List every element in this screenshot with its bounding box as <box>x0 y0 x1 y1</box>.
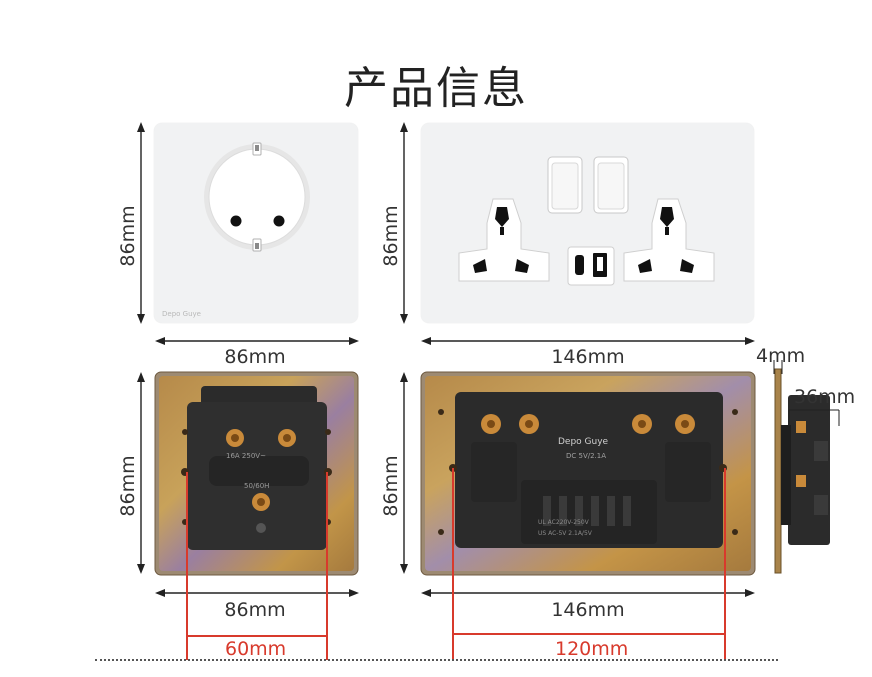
double-socket-back-view <box>420 371 756 576</box>
single-socket-back-view <box>154 371 359 576</box>
back-single-width-label: 86mm <box>224 599 286 621</box>
page-title: 产品信息 <box>344 63 528 114</box>
depth-marker <box>788 409 840 426</box>
plate-thickness-marker <box>773 360 783 374</box>
side-view-profile <box>774 368 830 574</box>
front-double-height-arrow <box>400 122 408 324</box>
single-hole-spacing-label: 60mm <box>225 638 287 660</box>
front-double-width-label: 146mm <box>551 346 625 368</box>
double-hole-spacing-label: 120mm <box>555 638 629 660</box>
front-single-height-label: 86mm <box>117 205 139 267</box>
double-back-us-rating-label: US AC-5V 2.1A/5V <box>538 530 592 537</box>
depth-label: 36mm <box>794 386 856 408</box>
front-single-width-label: 86mm <box>224 346 286 368</box>
front-double-height-label: 86mm <box>380 205 402 267</box>
single-socket-front-plate: Depo Guye <box>154 123 358 323</box>
double-back-usb-rating-label: DC 5V/2.1A <box>566 452 607 460</box>
front-single-width-arrow <box>155 337 359 345</box>
back-double-height-arrow <box>400 372 408 574</box>
single-back-freq-label: 50/60H <box>244 482 270 490</box>
front-single-height-arrow <box>137 122 145 324</box>
back-double-height-label: 86mm <box>380 455 402 517</box>
back-single-height-label: 86mm <box>117 455 139 517</box>
double-hole-spacing-lines <box>452 468 726 660</box>
schuko-socket-icon <box>204 142 310 252</box>
double-back-brand-label: Depo Guye <box>558 437 609 447</box>
universal-socket-face-icon <box>458 156 715 286</box>
brand-label: Depo Guye <box>162 310 201 318</box>
back-single-width-arrow <box>155 589 359 597</box>
back-double-width-arrow <box>421 589 755 597</box>
plate-thickness-label: 4mm <box>756 345 806 367</box>
single-hole-spacing-lines <box>186 472 328 660</box>
back-single-height-arrow <box>137 372 145 574</box>
single-back-rating-label: 16A 250V~ <box>226 452 266 460</box>
dotted-baseline <box>95 659 778 661</box>
back-double-width-label: 146mm <box>551 599 625 621</box>
front-double-width-arrow <box>421 337 755 345</box>
double-back-ul-rating-label: UL AC220V-250V <box>538 519 589 526</box>
double-socket-front-plate <box>421 123 754 323</box>
